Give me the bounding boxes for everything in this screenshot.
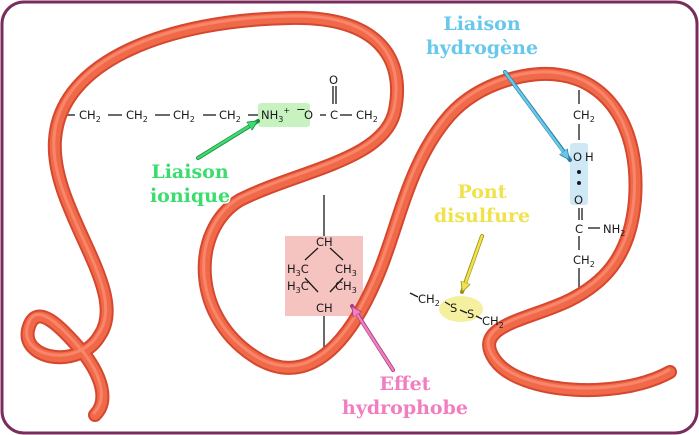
label-hydrophobic-line2: hydrophobe [342, 397, 468, 419]
ch2-5: CH2 [356, 108, 378, 124]
hydrophobic-highlight [285, 236, 363, 316]
h3c-left-1: H3C [287, 262, 309, 278]
ch3-right-2: CH3 [335, 279, 357, 295]
carboxyl-o: O [329, 73, 338, 87]
ch-top: CH [316, 235, 333, 249]
disulfide-group: CH2 S S CH2 [418, 292, 504, 330]
h-atom: H [585, 150, 594, 164]
o-atom: O [573, 150, 582, 164]
label-disulfide-line1: Pont [457, 181, 506, 203]
hydrophobic-arrow [353, 308, 395, 372]
label-hydrophobic-line1: Effet [380, 373, 431, 395]
nh2: NH2 [603, 222, 625, 238]
nh3-plus: NH3+ [261, 106, 290, 124]
ch2-2: CH2 [126, 108, 148, 124]
label-disulfide-line2: disulfure [434, 205, 530, 227]
label-ionic-line2: ionique [150, 185, 230, 207]
hbond-dots [577, 170, 581, 185]
label-disulfide: Pont disulfure [432, 180, 531, 229]
sulfur-1: S [450, 301, 457, 315]
ch-bottom: CH [316, 301, 333, 315]
bond-lines [62, 86, 600, 355]
ch2-left: CH2 [418, 292, 440, 308]
label-ionic-line1: Liaison [151, 161, 228, 183]
carboxyl-c: C [330, 108, 338, 122]
backbone-highlight [25, 14, 671, 415]
carbonyl-o: O [574, 193, 583, 207]
ch2-right: CH2 [482, 314, 504, 330]
label-hbond-line1: Liaison [443, 13, 520, 35]
ionic-highlight [258, 103, 310, 127]
ch3-right-1: CH3 [335, 262, 357, 278]
o-minus: O [304, 108, 313, 122]
label-hydrophobic: Effet hydrophobe [341, 372, 470, 421]
ch2-top: CH2 [573, 108, 595, 124]
ch2-3: CH2 [173, 108, 195, 124]
ionic-arrow [196, 122, 256, 160]
label-ionic: Liaison ionique [148, 160, 231, 209]
amide-c: C [575, 222, 583, 236]
ch2-bottom: CH2 [573, 253, 595, 269]
disulfide-highlight [439, 296, 483, 322]
sulfur-2: S [467, 307, 474, 321]
top-chain: CH2 CH2 CH2 CH2 NH3+ − O C O CH2 [79, 73, 378, 124]
label-hbond: Liaison hydrogène [424, 12, 539, 61]
ch2-4: CH2 [219, 108, 241, 124]
label-hbond-line2: hydrogène [426, 37, 538, 59]
hbond-group: CH2 O H O C NH2 CH2 [573, 108, 625, 269]
hydrophobic-group: CH H3C CH3 H3C CH3 CH [287, 235, 357, 315]
hbond-arrow [503, 70, 568, 158]
h3c-left-2: H3C [287, 279, 309, 295]
ch2-1: CH2 [79, 108, 101, 124]
disulfide-arrow [463, 234, 484, 290]
minus-sign: − [296, 102, 306, 116]
